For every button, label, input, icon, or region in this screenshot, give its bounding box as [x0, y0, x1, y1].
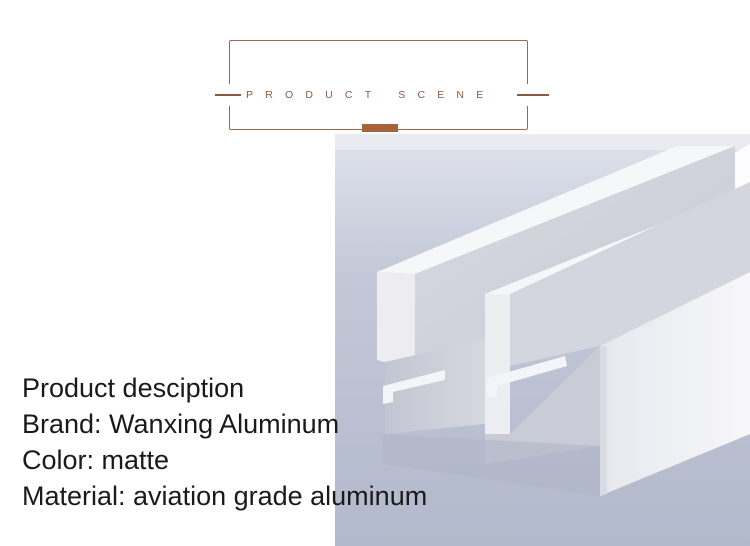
description-material: Material: aviation grade aluminum	[22, 481, 428, 511]
profile-front-face	[600, 272, 750, 496]
header-frame-gap	[212, 84, 548, 106]
profile-divider	[485, 294, 510, 434]
profile-left-inner-wall	[415, 146, 735, 356]
profile-left-floor	[385, 339, 485, 434]
header-rule-left	[215, 94, 241, 96]
profile-right-inner-wall	[510, 182, 750, 366]
profile-left-wall	[377, 272, 415, 362]
photo-top-haze	[335, 134, 750, 150]
profile-right-lip	[487, 356, 567, 398]
header-rule-right	[517, 94, 549, 96]
product-description: Product desciption Brand: Wanxing Alumin…	[22, 370, 427, 514]
product-photo	[335, 134, 750, 546]
description-brand: Brand: Wanxing Aluminum	[22, 409, 340, 439]
accent-bar	[362, 124, 398, 132]
profile-shadow	[383, 434, 600, 496]
profile-left-top-rim	[377, 146, 735, 274]
profile-left-lip	[383, 370, 445, 404]
profile-right-floor	[485, 346, 600, 464]
description-heading: Product desciption	[22, 373, 245, 403]
description-color: Color: matte	[22, 445, 170, 475]
section-title: PRODUCT SCENE	[246, 89, 496, 101]
profile-front-edge	[600, 346, 607, 496]
